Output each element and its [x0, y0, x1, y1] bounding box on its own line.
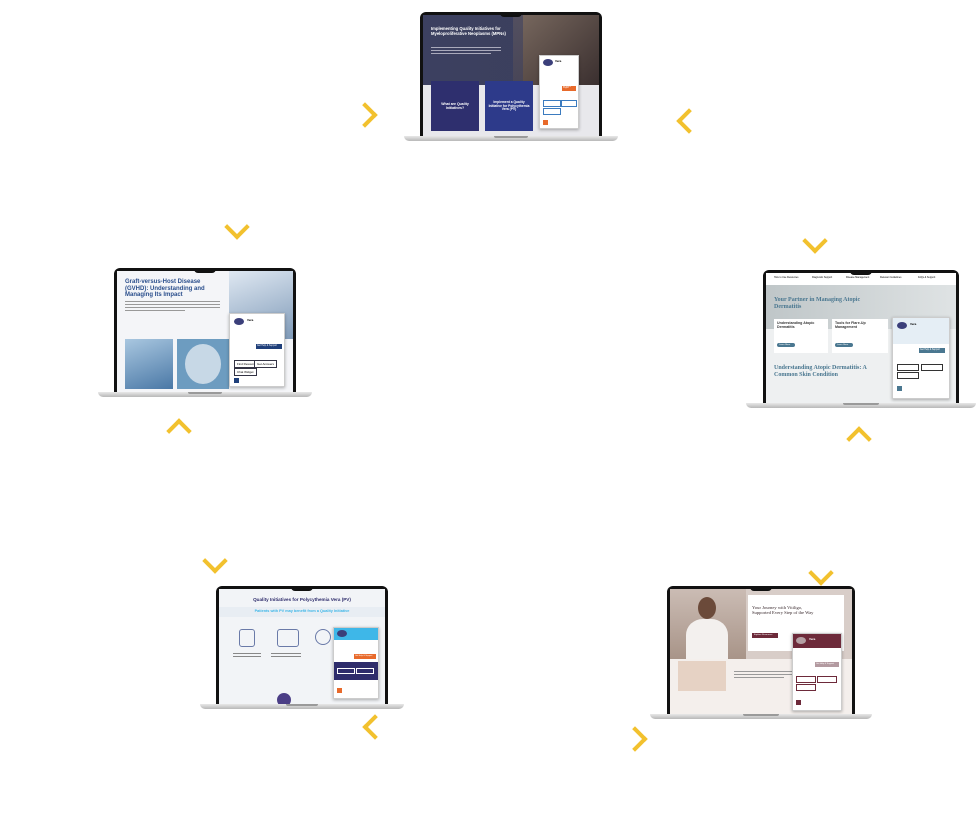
banner-text: Patients with PV may benefit from a Qual… — [254, 609, 350, 613]
screen-pv: Quality Initiatives for Polycythemia Ver… — [219, 589, 385, 704]
nav-item[interactable]: Relevant Guidelines — [880, 276, 902, 279]
chat-send-icon[interactable] — [234, 378, 239, 383]
network-icon — [315, 629, 331, 645]
chat-chip[interactable]: Get Answers — [254, 360, 278, 368]
people-icon — [239, 629, 255, 647]
laptop-gvhd: Graft-versus-Host Disease (GVHD): Unders… — [98, 268, 312, 400]
laptop-atopic-dermatitis: How to Use Resources Diagnostic Support … — [746, 270, 976, 412]
chat-widget[interactable]: Get Help & Support — [333, 627, 379, 699]
nav-item[interactable]: How to Use Resources — [774, 276, 799, 279]
people-group-icon — [277, 629, 299, 647]
top-nav: How to Use Resources Diagnostic Support … — [766, 273, 956, 285]
card-understanding-ad[interactable]: Understanding Atopic Dermatitis Learn Mo… — [774, 319, 828, 353]
screen-gvhd: Graft-versus-Host Disease (GVHD): Unders… — [117, 271, 293, 392]
card-what-are-qi[interactable]: What are Quality Initiatives? — [431, 81, 479, 131]
chat-avatar-icon — [234, 318, 244, 325]
screen-ad: How to Use Resources Diagnostic Support … — [766, 273, 956, 403]
nav-item[interactable]: FAQs & Support — [918, 276, 936, 279]
laptop-vitiligo: Your Journey with Vitiligo, Supported Ev… — [650, 586, 872, 722]
arrow-chevron-icon — [202, 548, 228, 574]
chat-send-icon[interactable] — [337, 688, 342, 693]
chat-avatar-icon — [543, 59, 553, 66]
arrow-chevron-icon — [808, 560, 834, 586]
screen-mpn: Implementing Quality Initiatives for Mye… — [423, 15, 599, 136]
laptop-mpn: Implementing Quality Initiatives for Mye… — [404, 12, 618, 144]
arrow-chevron-icon — [622, 726, 648, 752]
arrow-chevron-icon — [802, 228, 828, 254]
chat-send-icon[interactable] — [796, 700, 801, 705]
arrow-chevron-icon — [352, 102, 378, 128]
page-title: Your Journey with Vitiligo, Supported Ev… — [752, 605, 814, 616]
chat-widget[interactable]: Vera Get Help & Support Find Resources G… — [229, 313, 285, 387]
card-implement-qi[interactable]: Implement a Quality Initiative for Polyc… — [485, 81, 533, 131]
arrow-chevron-icon — [362, 714, 388, 740]
nav-item[interactable]: Diagnostic Support — [812, 276, 833, 279]
page-title: Your Partner in Managing Atopic Dermatit… — [774, 297, 861, 310]
skin-image — [678, 661, 726, 691]
chat-widget[interactable]: Vera Get Help & Support — [539, 55, 579, 129]
hero-woman-image — [670, 589, 746, 659]
page-title: Graft-versus-Host Disease (GVHD): Unders… — [125, 279, 205, 299]
card-flare-up[interactable]: Tools for Flare-Up Management Learn More — [832, 319, 888, 353]
learn-more-button[interactable]: Learn More — [835, 343, 853, 347]
chat-widget[interactable]: Vera Get Help & Support — [792, 633, 842, 711]
chat-send-icon[interactable] — [543, 120, 548, 125]
page-title: Implementing Quality Initiatives for Mye… — [431, 26, 506, 36]
laptop-pv: Quality Initiatives for Polycythemia Ver… — [200, 586, 404, 712]
chat-widget[interactable]: Vera Get Help & Support — [892, 317, 950, 399]
arrow-chevron-icon — [846, 426, 872, 452]
cells-image — [177, 339, 229, 389]
arrow-chevron-icon — [676, 108, 702, 134]
chat-avatar-icon — [337, 630, 347, 637]
arrow-chevron-icon — [166, 418, 192, 444]
chat-chip[interactable]: Chat Widget — [234, 368, 257, 376]
learn-more-button[interactable]: Learn More — [777, 343, 795, 347]
chat-avatar-icon — [796, 637, 806, 644]
chat-avatar-icon — [897, 322, 907, 329]
nav-item[interactable]: Disease Management — [846, 276, 870, 279]
lab-image — [125, 339, 173, 389]
chat-help-button[interactable]: Get Help & Support — [919, 348, 945, 353]
chat-help-button[interactable]: Get Help & Support — [815, 662, 839, 667]
arrow-chevron-icon — [224, 214, 250, 240]
page-title: Quality Initiatives for Polycythemia Ver… — [253, 597, 351, 602]
chat-send-icon[interactable] — [897, 386, 902, 391]
section-title: Understanding Atopic Dermatitis: A Commo… — [774, 365, 867, 378]
explore-resources-button[interactable]: Explore Resources — [752, 633, 778, 638]
screen-vitiligo: Your Journey with Vitiligo, Supported Ev… — [670, 589, 852, 714]
chat-help-button[interactable]: Get Help & Support — [562, 86, 576, 91]
logo-circle-icon — [277, 693, 291, 704]
chat-help-button[interactable]: Get Help & Support — [256, 344, 282, 349]
chat-help-button[interactable]: Get Help & Support — [354, 654, 376, 659]
